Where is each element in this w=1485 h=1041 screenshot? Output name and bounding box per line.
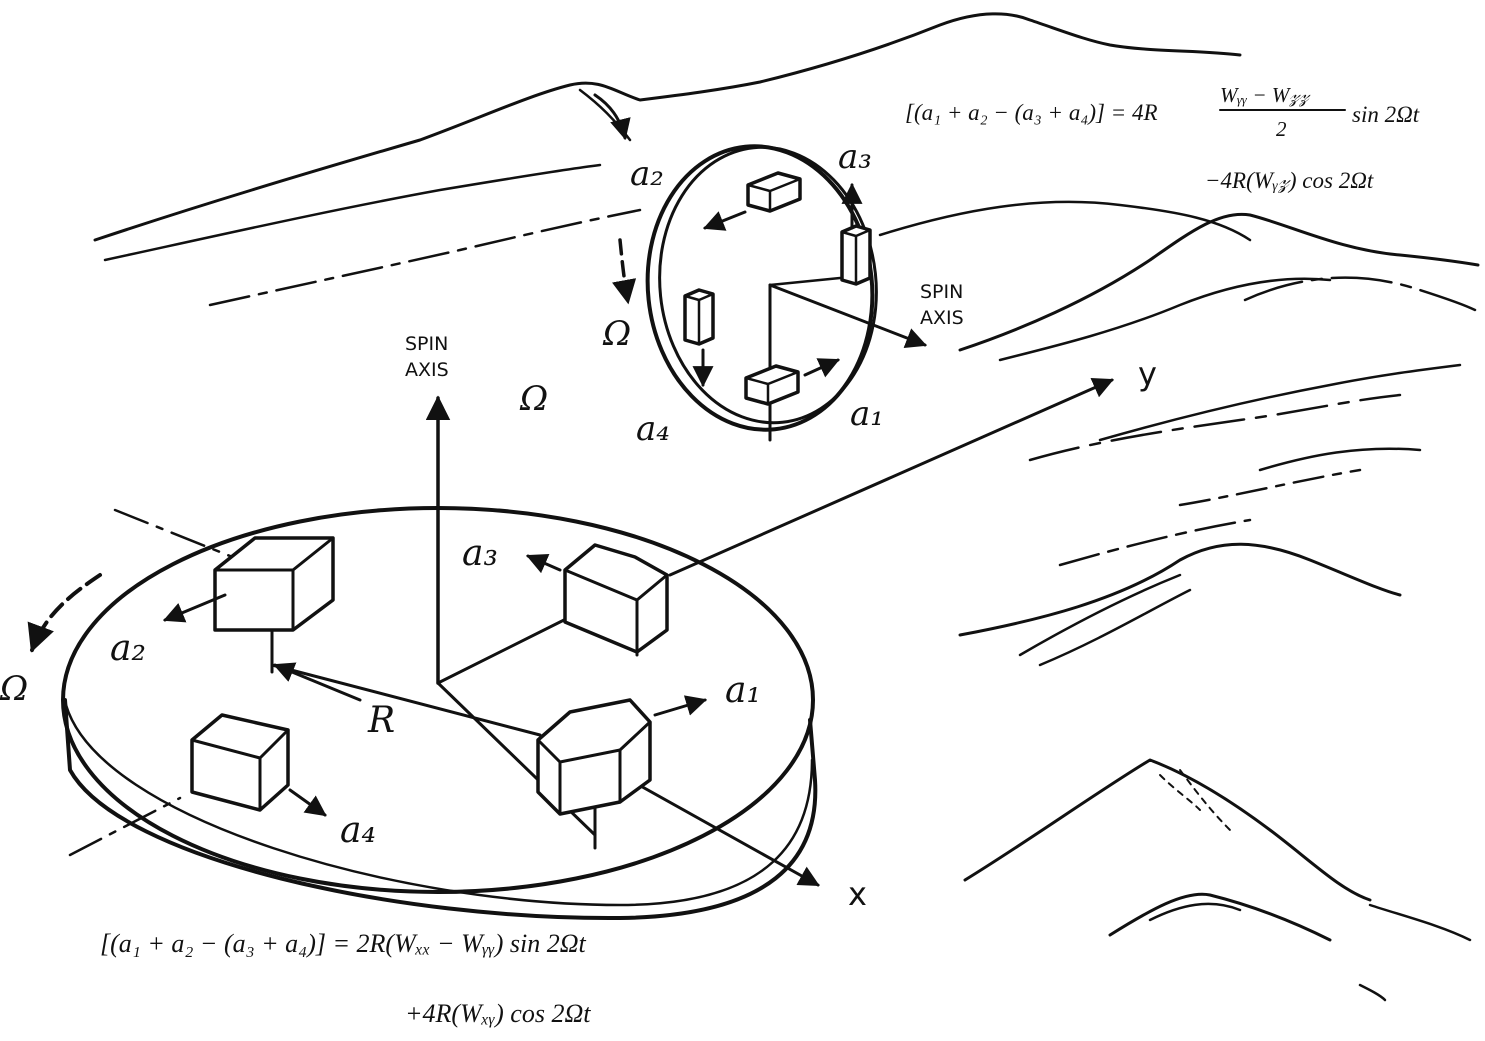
radius-label: R: [367, 700, 395, 741]
x-axis-label: x: [848, 875, 867, 913]
vertical-accelerometer-a1-top: [840, 224, 872, 286]
equation-vertical-numerator: Wᵧᵧ − W𝓏𝓏: [1220, 83, 1311, 107]
vertical-omega-label: Ω: [602, 314, 631, 354]
horizontal-accelerometer-a2: [213, 536, 335, 632]
equation-horizontal-line2: +4R(Wₓᵧ) cos 2Ωt: [405, 999, 591, 1028]
vertical-disk-assembly: Ω a₂ a₃ a₄ a₁ SPIN AXIS: [593, 93, 964, 449]
vertical-a1-label: a₁: [850, 394, 884, 434]
horizontal-a3-label: a₃: [462, 533, 498, 574]
mountain-ridge-bottom: [963, 758, 1372, 902]
y-axis-label: y: [1138, 355, 1157, 393]
horizontal-accelerometer-a3: [563, 543, 669, 657]
horizontal-rotation-arrow: [27, 573, 102, 653]
equation-horizontal-line1: [(a₁ + a₂ − (a₃ + a₄)] = 2R(Wₓₓ − Wᵧᵧ) s…: [100, 929, 587, 958]
equation-horizontal-disk: [(a₁ + a₂ − (a₃ + a₄)] = 2R(Wₓₓ − Wᵧᵧ) s…: [100, 929, 591, 1028]
horizontal-omega-label: Ω: [0, 669, 28, 709]
vertical-a2-label: a₂: [630, 154, 664, 194]
vertical-rotation-arrow: [612, 238, 637, 305]
horizontal-accelerometer-a1: [536, 698, 652, 816]
vertical-accelerometer-a3: [746, 171, 802, 213]
horizontal-a4-label: a₄: [340, 810, 376, 851]
vertical-spin-axis-label-1: SPIN: [920, 281, 963, 303]
vertical-disk-face: [658, 145, 878, 425]
vertical-spin-axis-line: [768, 283, 927, 348]
horizontal-disk-assembly: Ω Ω a₂ a₃ a₁ a₄ R SPIN AXIS x y: [0, 333, 1157, 921]
horizontal-spin-axis-label-2: AXIS: [405, 359, 449, 381]
equation-vertical-denominator: 2: [1276, 117, 1287, 141]
vertical-a4-label: a₄: [636, 409, 670, 449]
equation-vertical-prefix: [(a₁ + a₂ − (a₃ + a₄)] = 4R: [905, 100, 1158, 125]
vertical-accelerometer-a1: [744, 364, 800, 406]
horizontal-a1-label: a₁: [725, 670, 761, 711]
horizontal-spin-axis-label-1: SPIN: [405, 333, 448, 355]
equation-vertical-line2: −4R(Wᵧ𝓏) cos 2Ωt: [1205, 168, 1374, 193]
equation-vertical-disk: [(a₁ + a₂ − (a₃ + a₄)] = 4R Wᵧᵧ − W𝓏𝓏 2 …: [905, 83, 1420, 193]
vertical-accelerometer-a4: [683, 288, 715, 346]
upper-omega-label: Ω: [519, 379, 548, 419]
horizontal-a2-label: a₂: [110, 628, 146, 669]
mountain-sketches: [93, 12, 1480, 1002]
equation-vertical-suffix: sin 2Ωt: [1352, 102, 1420, 127]
vertical-a3-label: a₃: [838, 137, 872, 177]
mountain-ridge-top: [93, 12, 1242, 242]
radius-line: [270, 663, 542, 737]
y-axis-line: [668, 378, 1114, 577]
horizontal-disk-edge: [63, 698, 818, 921]
vertical-spin-axis-label-2: AXIS: [920, 307, 964, 329]
mountain-ridge-right: [958, 212, 1480, 352]
horizontal-accelerometer-a4: [190, 713, 290, 812]
